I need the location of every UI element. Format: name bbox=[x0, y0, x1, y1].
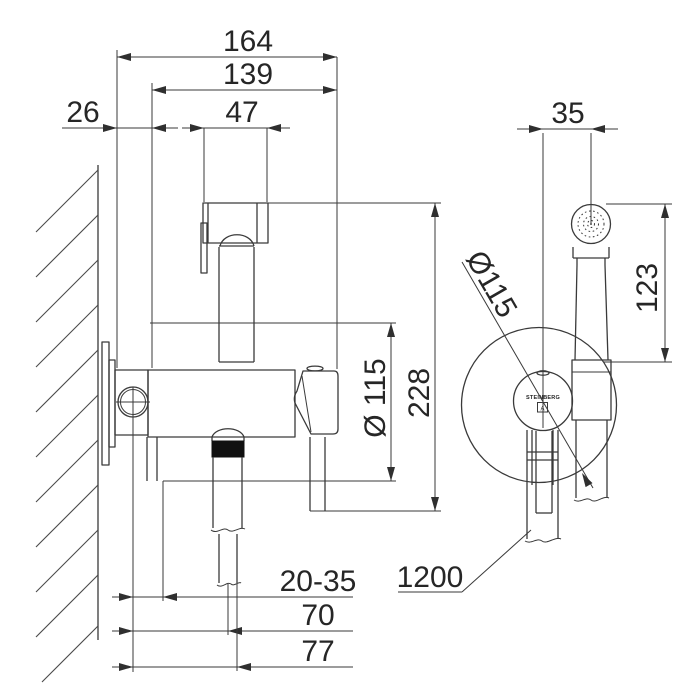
dimension-70: 70 bbox=[112, 584, 353, 635]
dim-label-70: 70 bbox=[301, 599, 334, 632]
hose-side bbox=[210, 428, 246, 587]
wall-hatching bbox=[35, 169, 99, 683]
dimension-26: 26 bbox=[62, 96, 178, 132]
dim-label-26: 26 bbox=[66, 96, 99, 129]
wall-section bbox=[35, 165, 99, 683]
dimension-123: 123 bbox=[604, 203, 672, 363]
dim-label-20-35: 20-35 bbox=[280, 565, 357, 598]
dim-label-dia115-side: Ø 115 bbox=[359, 358, 392, 438]
dim-label-139: 139 bbox=[223, 58, 273, 91]
lever-handle bbox=[293, 365, 339, 435]
dim-label-35: 35 bbox=[551, 97, 584, 130]
hand-shower-side bbox=[200, 202, 269, 363]
dimension-77: 77 bbox=[112, 584, 353, 671]
dim-label-77: 77 bbox=[301, 635, 334, 668]
hose-front bbox=[524, 430, 562, 543]
dimension-47: 47 bbox=[182, 96, 290, 202]
dimension-164: 164 bbox=[116, 25, 338, 369]
dimension-228: 228 bbox=[268, 202, 441, 512]
dim-label-164: 164 bbox=[223, 25, 273, 58]
dim-label-47: 47 bbox=[225, 96, 258, 129]
hose-grip-band bbox=[211, 440, 245, 458]
dim-label-1200: 1200 bbox=[397, 561, 464, 594]
side-view bbox=[101, 202, 339, 587]
dim-label-123: 123 bbox=[631, 263, 664, 313]
dimension-35: 35 bbox=[517, 97, 618, 428]
dim-label-dia115-front: Ø115 bbox=[459, 245, 523, 323]
dimension-dia115-side: Ø 115 bbox=[150, 322, 396, 482]
dimension-dia115-front: Ø115 bbox=[459, 245, 594, 489]
dimension-139: 139 bbox=[151, 58, 337, 368]
dim-label-228: 228 bbox=[403, 368, 436, 418]
dimension-1200: 1200 bbox=[397, 529, 532, 594]
dimension-20-35: 20-35 bbox=[112, 387, 356, 672]
